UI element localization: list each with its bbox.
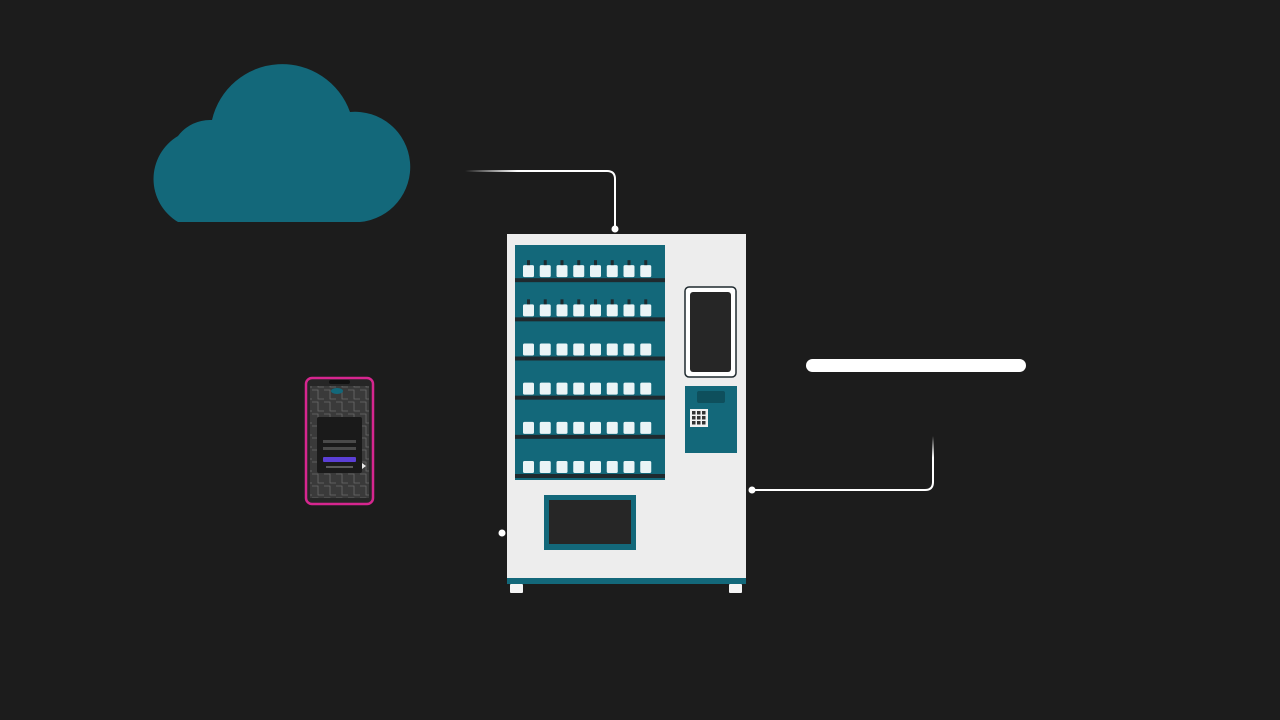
product-item-neck	[527, 260, 530, 266]
product-item	[573, 382, 585, 395]
vending-machine-icon	[507, 234, 746, 593]
product-item	[556, 343, 568, 356]
keypad-key	[697, 411, 701, 415]
product-item	[640, 265, 652, 278]
shelf	[515, 434, 665, 439]
keypad-icon	[692, 411, 706, 425]
product-item	[573, 265, 585, 278]
smartphone-icon	[304, 376, 375, 506]
product-item	[556, 304, 568, 317]
product-item	[523, 304, 534, 317]
product-item	[623, 265, 635, 278]
keypad-key	[697, 421, 701, 425]
product-item	[539, 382, 551, 395]
product-item	[523, 265, 534, 278]
product-item-neck	[543, 299, 547, 305]
shelf	[515, 474, 665, 478]
product-item-neck	[627, 299, 631, 305]
product-item	[573, 343, 585, 356]
product-item	[556, 461, 568, 473]
product-item	[623, 343, 635, 356]
product-item	[623, 304, 635, 317]
side-display-screen	[684, 286, 737, 378]
cloud-icon	[153, 64, 411, 222]
product-item	[523, 461, 534, 473]
product-item	[640, 421, 652, 434]
product-item	[573, 421, 585, 434]
product-item	[623, 461, 635, 473]
keypad-key	[692, 416, 696, 420]
product-item	[606, 461, 618, 473]
product-item-neck	[644, 260, 648, 266]
connector-phone-to-machine	[358, 529, 506, 537]
product-item	[590, 265, 601, 278]
keypad-key	[692, 421, 696, 425]
keypad-key	[702, 416, 706, 420]
product-item	[590, 421, 601, 434]
product-item	[573, 461, 585, 473]
product-item-neck	[560, 260, 564, 266]
keypad-key	[697, 416, 701, 420]
product-item-neck	[577, 299, 581, 305]
product-item-neck	[594, 260, 597, 266]
product-item	[606, 265, 618, 278]
product-item-neck	[610, 299, 614, 305]
product-item	[606, 382, 618, 395]
product-item	[523, 382, 534, 395]
product-item	[523, 421, 534, 434]
phone-login-card	[317, 417, 362, 473]
product-item	[623, 382, 635, 395]
product-item	[556, 382, 568, 395]
product-item-neck	[543, 260, 547, 266]
product-item	[573, 304, 585, 317]
pickup-slot	[544, 495, 636, 550]
shelf	[515, 278, 665, 283]
keypad-key	[702, 411, 706, 415]
product-item-neck	[610, 260, 614, 266]
product-item	[606, 343, 618, 356]
phone-login-button	[323, 457, 356, 462]
product-item	[556, 421, 568, 434]
connector-cloud-to-machine	[465, 170, 619, 233]
product-item-neck	[627, 260, 631, 266]
product-item	[640, 461, 652, 473]
product-item	[556, 265, 568, 278]
keypad-key	[702, 421, 706, 425]
connector-machine-to-label	[748, 436, 934, 494]
product-item	[640, 382, 652, 395]
shelf	[515, 356, 665, 361]
product-item	[640, 304, 652, 317]
shelf	[515, 395, 665, 400]
product-item	[590, 382, 601, 395]
shelf	[515, 317, 665, 322]
product-item-neck	[527, 299, 530, 305]
product-shelves	[515, 260, 665, 478]
product-item	[590, 343, 601, 356]
product-item	[539, 421, 551, 434]
product-item	[623, 421, 635, 434]
product-item	[590, 304, 601, 317]
product-item	[640, 343, 652, 356]
product-item-neck	[577, 260, 581, 266]
product-item	[523, 343, 534, 356]
product-item	[606, 421, 618, 434]
product-item-neck	[560, 299, 564, 305]
product-item-neck	[644, 299, 648, 305]
product-item	[539, 343, 551, 356]
product-item	[539, 461, 551, 473]
product-item	[590, 461, 601, 473]
keypad-panel	[685, 386, 737, 453]
product-item	[606, 304, 618, 317]
keypad-key	[692, 411, 696, 415]
product-item-neck	[594, 299, 597, 305]
label-bar	[806, 359, 1026, 372]
product-item	[539, 265, 551, 278]
product-item	[539, 304, 551, 317]
